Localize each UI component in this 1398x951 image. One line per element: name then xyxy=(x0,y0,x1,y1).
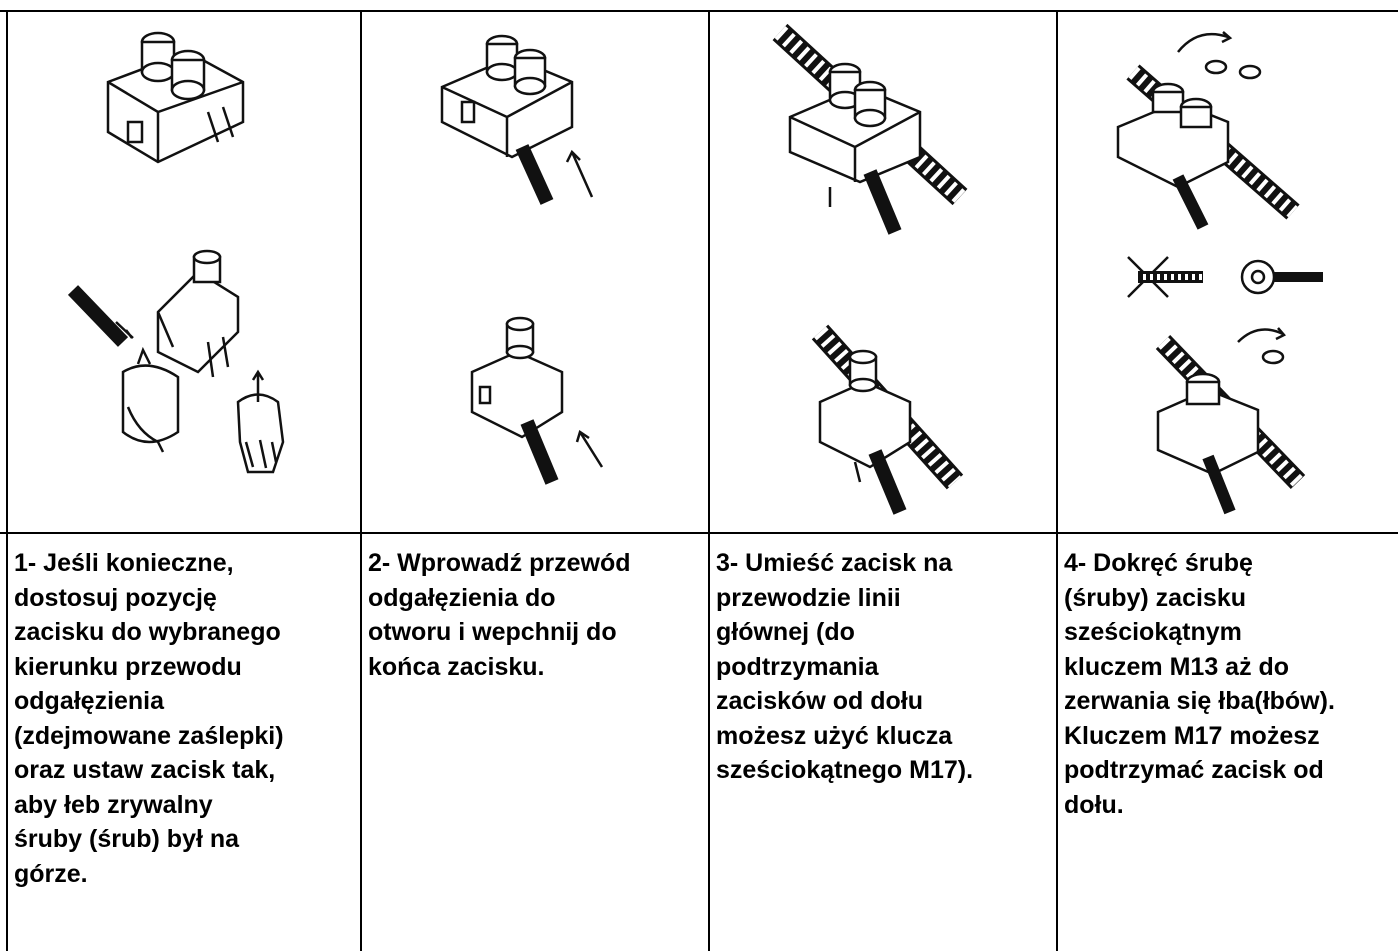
step-1-illustration xyxy=(8,12,360,532)
step-3-illustration xyxy=(710,12,1056,532)
clamp-insert-branch-wire-icon xyxy=(440,34,604,485)
step-4-text: 4- Dokręć śrubę (śruby) zacisku sześciok… xyxy=(1064,549,1335,819)
column-divider-3 xyxy=(1056,10,1058,951)
step-3-text: 3- Umieść zacisk na przewodzie linii głó… xyxy=(716,549,974,784)
clamp-tighten-bolt-icon xyxy=(1116,31,1323,515)
step-2-illustration xyxy=(362,12,708,532)
column-divider-2 xyxy=(708,10,710,951)
step-2-text: 2- Wprowadź przewód odgałęzienia do otwo… xyxy=(368,549,631,681)
step-1-text: 1- Jeśli konieczne, dostosuj pozycję zac… xyxy=(14,549,284,888)
table-row-divider xyxy=(0,532,1398,534)
column-divider-1 xyxy=(360,10,362,951)
clamp-on-main-line-icon xyxy=(772,23,968,515)
table-top-border xyxy=(0,10,1398,12)
clamp-cap-adjust-icon xyxy=(67,31,285,474)
table-left-border xyxy=(6,10,8,951)
step-4-illustration xyxy=(1058,12,1398,532)
